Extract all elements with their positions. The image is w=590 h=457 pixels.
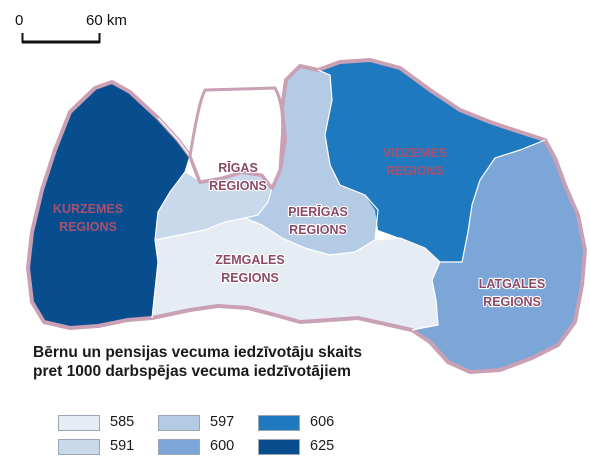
label-kurzeme-line2: REGIONS	[59, 220, 117, 234]
label-latgale-line2: REGIONS	[483, 295, 541, 309]
legend-value-606: 606	[310, 414, 335, 430]
internal-boundaries	[151, 69, 546, 331]
legend-value-591: 591	[110, 438, 135, 454]
legend-value-625: 625	[310, 438, 335, 454]
region-vidzeme[interactable]	[318, 60, 545, 262]
region-pieriga[interactable]	[245, 66, 378, 255]
legend-swatch-600	[158, 439, 200, 455]
region-riga[interactable]	[155, 172, 272, 240]
legend-title-line2: pret 1000 darbspējas vecuma iedzīvotājie…	[33, 363, 351, 380]
legend-swatch-597	[158, 415, 200, 431]
label-zemgale-line1: ZEMGALES	[215, 253, 284, 267]
label-latgale-line1: LATGALES	[479, 277, 545, 291]
legend-value-597: 597	[210, 414, 235, 430]
legend-value-600: 600	[210, 438, 235, 454]
legend-swatch-591	[58, 439, 100, 455]
scale-zero-label: 0	[15, 12, 24, 29]
region-kurzeme[interactable]	[28, 82, 190, 328]
legend-swatch-585	[58, 415, 100, 431]
region-latgale[interactable]	[412, 140, 585, 372]
gulf-of-riga	[188, 86, 285, 190]
label-pieriga-line1: PIERĪGAS	[288, 205, 348, 219]
legend-swatch-625	[258, 439, 300, 455]
label-vidzeme-line2: REGIONS	[386, 164, 444, 178]
scale-distance-label: 60 km	[86, 12, 127, 29]
scale-bar: 0 60 km	[0, 0, 130, 50]
label-riga-line2: REGIONS	[209, 179, 267, 193]
scale-bar-line	[21, 33, 101, 44]
label-pieriga-line2: REGIONS	[289, 223, 347, 237]
label-zemgale-line2: REGIONS	[221, 271, 279, 285]
legend-value-585: 585	[110, 414, 135, 430]
legend-swatch-606	[258, 415, 300, 431]
region-zemgale[interactable]	[152, 218, 440, 330]
label-kurzeme-line1: KURZEMES	[53, 202, 123, 216]
label-riga-line1: RĪGAS	[218, 161, 258, 175]
legend-title: Bērnu un pensijas vecuma iedzīvotāju ska…	[33, 343, 393, 381]
legend-title-line1: Bērnu un pensijas vecuma iedzīvotāju ska…	[33, 344, 363, 361]
label-vidzeme-line1: VIDZEMES	[383, 146, 447, 160]
